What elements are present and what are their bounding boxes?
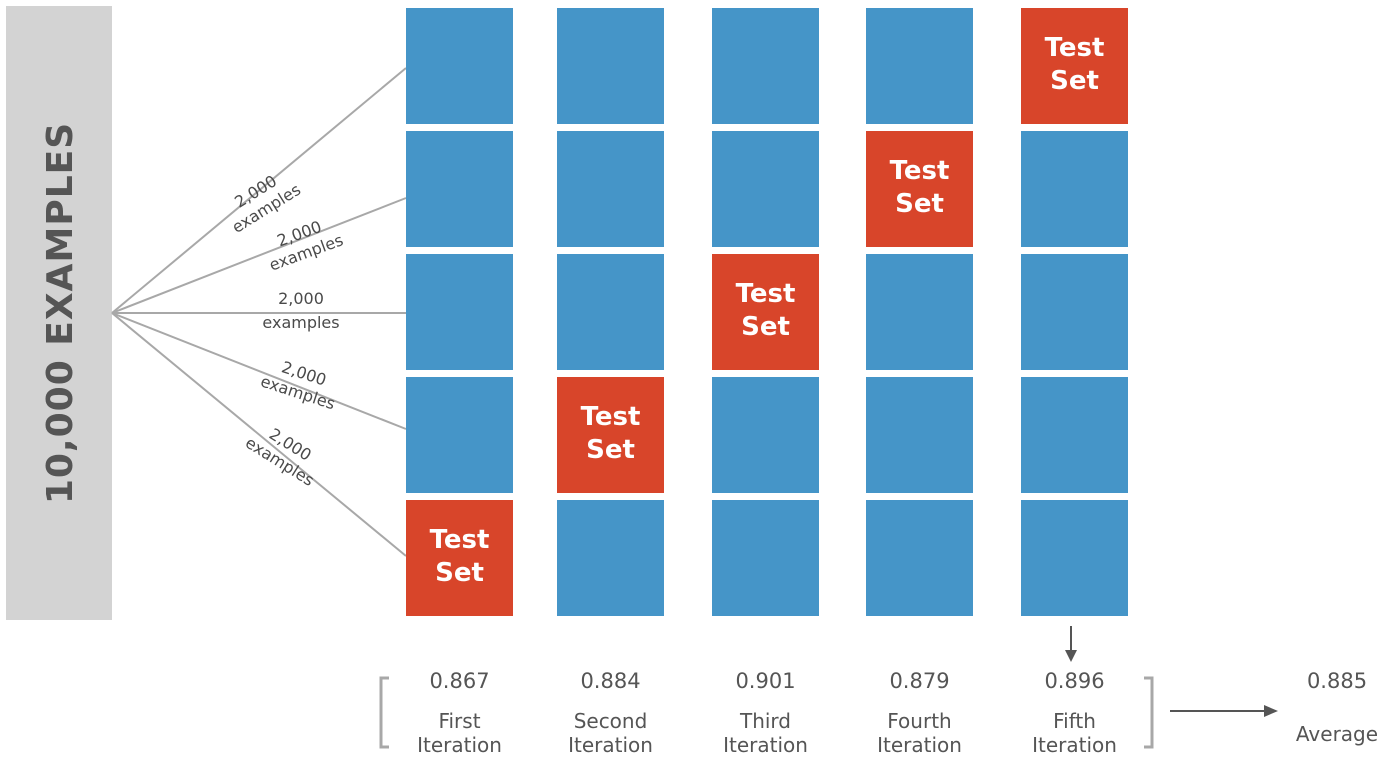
branch-3-count: 2,000 <box>278 289 324 308</box>
test-set-label: Test <box>1045 33 1105 63</box>
test-fold <box>557 377 664 493</box>
iteration-results: 0.867FirstIteration0.884SecondIteration0… <box>417 669 1117 757</box>
iteration-name: Iteration <box>877 733 962 757</box>
down-arrow-icon <box>1065 626 1077 662</box>
train-fold <box>712 500 819 616</box>
split-line-5 <box>111 312 407 557</box>
iteration-name: Fifth <box>1053 709 1096 733</box>
train-fold <box>866 254 973 370</box>
train-fold <box>406 131 513 247</box>
iteration-name: Second <box>574 709 648 733</box>
iteration-name: Iteration <box>1032 733 1117 757</box>
left-bracket <box>379 676 389 749</box>
train-fold <box>557 8 664 124</box>
train-fold <box>406 8 513 124</box>
train-fold <box>866 8 973 124</box>
dataset-label: 10,000 EXAMPLES <box>40 122 81 504</box>
iteration-score: 0.879 <box>889 669 949 693</box>
dataset-panel <box>6 6 112 620</box>
train-fold <box>1021 254 1128 370</box>
test-set-label: Set <box>586 435 635 465</box>
train-fold <box>1021 377 1128 493</box>
test-set-label: Set <box>1050 66 1099 96</box>
train-fold <box>406 254 513 370</box>
test-set-label: Test <box>581 402 641 432</box>
right-arrow-icon <box>1170 705 1278 717</box>
iteration-name: Iteration <box>723 733 808 757</box>
average-score: 0.885 <box>1307 669 1367 693</box>
split-lines <box>111 67 407 557</box>
iteration-name: Third <box>739 709 791 733</box>
branch-labels: 2,000 examples 2,000 examples 2,000 exam… <box>228 171 345 490</box>
test-fold <box>406 500 513 616</box>
train-fold <box>866 377 973 493</box>
test-set-label: Test <box>430 525 490 555</box>
test-fold <box>1021 8 1128 124</box>
test-fold <box>712 254 819 370</box>
average-label: Average <box>1296 722 1378 746</box>
train-fold <box>557 500 664 616</box>
iteration-score: 0.867 <box>429 669 489 693</box>
branch-3-unit: examples <box>262 313 339 332</box>
train-fold <box>712 8 819 124</box>
iteration-score: 0.884 <box>580 669 640 693</box>
train-fold <box>712 131 819 247</box>
test-set-label: Set <box>741 312 790 342</box>
iteration-score: 0.901 <box>735 669 795 693</box>
test-set-label: Set <box>435 558 484 588</box>
iteration-name: First <box>438 709 480 733</box>
split-line-1 <box>111 67 407 314</box>
test-fold <box>866 131 973 247</box>
iteration-name: Iteration <box>417 733 502 757</box>
train-fold <box>557 131 664 247</box>
iteration-name: Fourth <box>887 709 951 733</box>
split-line-4 <box>111 312 407 430</box>
train-fold <box>866 500 973 616</box>
iteration-score: 0.896 <box>1044 669 1104 693</box>
test-set-label: Test <box>736 279 796 309</box>
train-fold <box>1021 131 1128 247</box>
test-set-label: Set <box>895 189 944 219</box>
test-set-label: Test <box>890 156 950 186</box>
split-line-2 <box>111 197 407 314</box>
iteration-name: Iteration <box>568 733 653 757</box>
train-fold <box>406 377 513 493</box>
train-fold <box>1021 500 1128 616</box>
train-fold <box>712 377 819 493</box>
right-bracket <box>1144 676 1154 749</box>
train-fold <box>557 254 664 370</box>
